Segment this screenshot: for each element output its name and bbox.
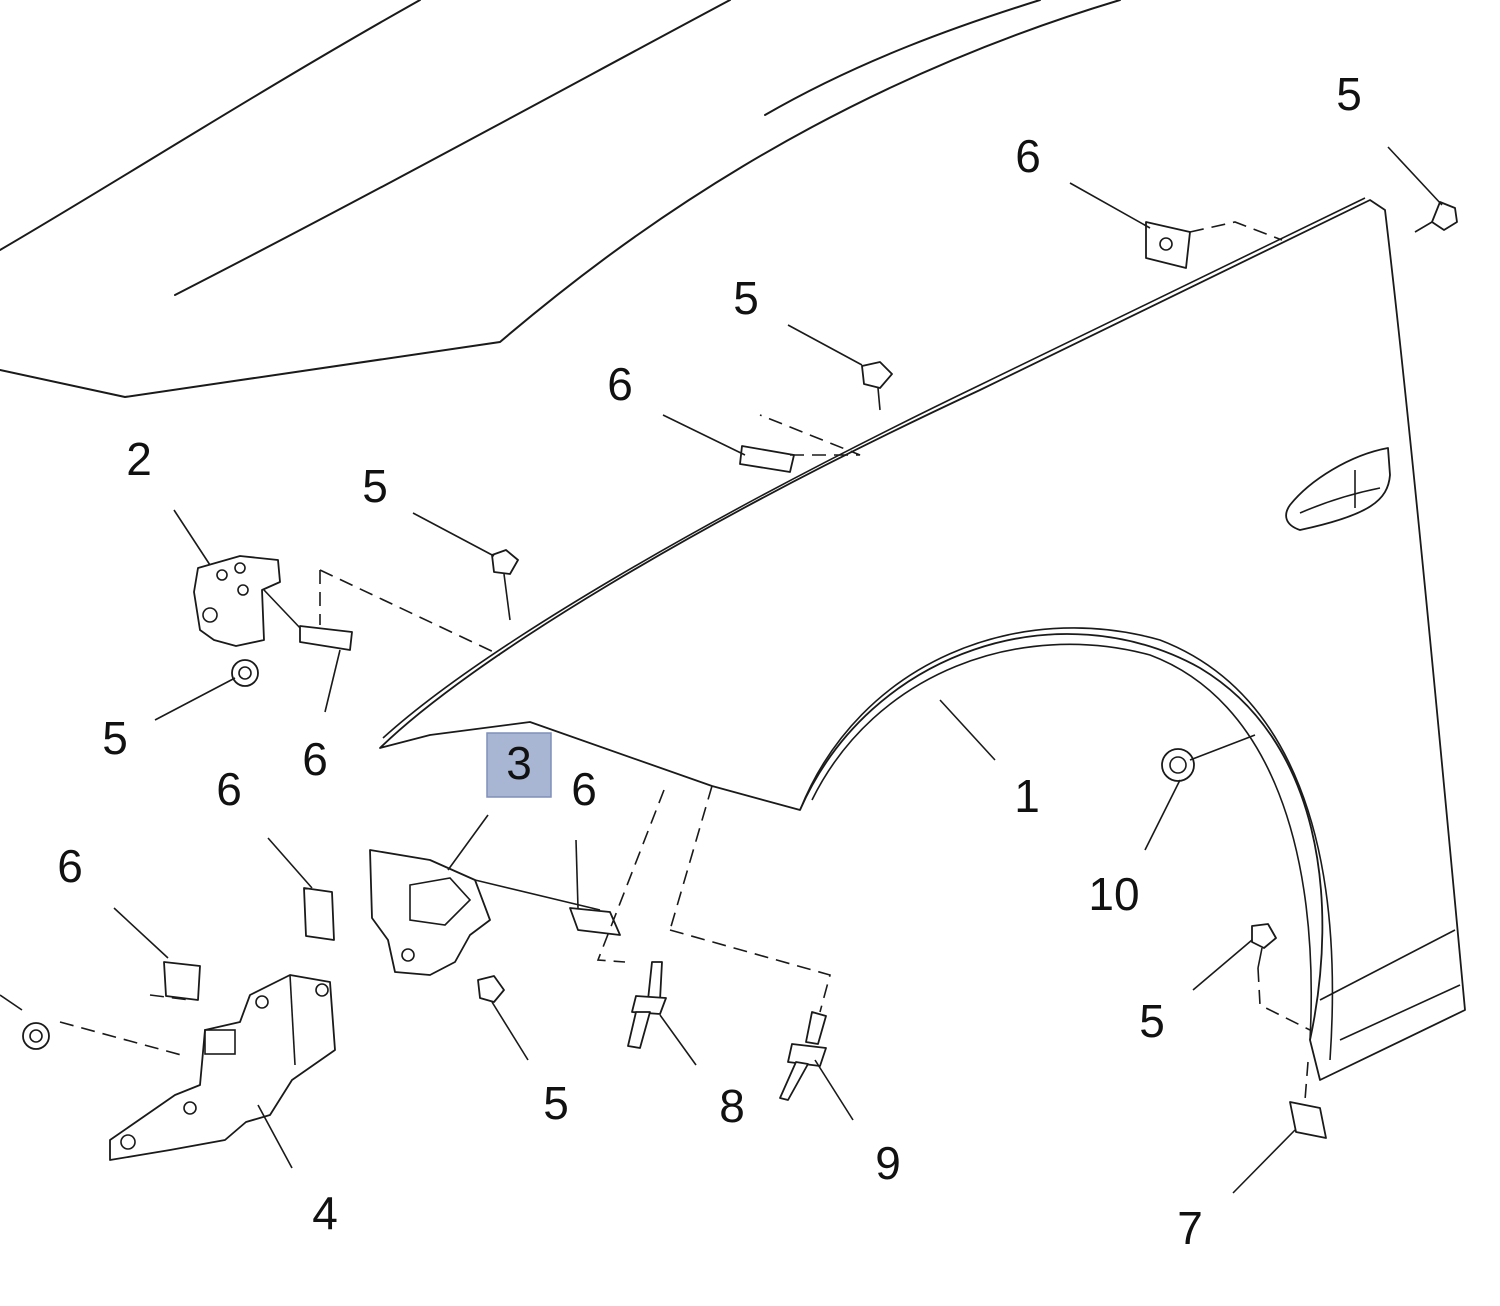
callout-5-top-right: 5 [1336, 68, 1362, 120]
callout-6-middle-left: 6 [302, 733, 328, 785]
callout-10: 10 [1088, 868, 1139, 920]
upper-bracket-part-2 [193, 555, 303, 647]
fender-panel [379, 197, 1466, 1081]
leader-lines [0, 146, 1443, 1194]
callout-9: 9 [875, 1137, 901, 1189]
bolt-5c [491, 549, 519, 621]
callout-6-far-left: 6 [57, 840, 83, 892]
bolt-5d [231, 659, 259, 687]
hood-outline [0, 0, 1121, 398]
clip-nut-6e [163, 961, 201, 1001]
callout-4: 4 [312, 1187, 338, 1239]
front-bracket-part-3 [369, 849, 601, 976]
hinge-bracket-part-4 [109, 974, 336, 1161]
callout-6-lower-left: 6 [216, 763, 242, 815]
callout-3-highlight [486, 732, 552, 798]
stud-part-8 [627, 961, 667, 1049]
callout-5-right: 5 [1139, 995, 1165, 1047]
callouts: 1 2 3 4 5 5 5 5 5 5 6 6 6 6 6 6 7 8 9 10 [57, 68, 1362, 1254]
callout-6-upper-middle: 6 [607, 358, 633, 410]
callout-3: 3 [506, 737, 532, 789]
bolt-5f [477, 975, 505, 1003]
callout-5-left: 5 [102, 712, 128, 764]
screw-part-9 [779, 1011, 827, 1101]
alignment-lines [59, 221, 1311, 1101]
nut-part-10 [1161, 748, 1195, 782]
callout-5-lower-middle: 5 [543, 1077, 569, 1129]
clip-part-7 [1289, 1101, 1327, 1139]
callout-1: 1 [1014, 770, 1040, 822]
clip-nut-6a [1145, 221, 1191, 269]
clip-nut-6b [739, 445, 795, 473]
bolt-5g [1251, 923, 1277, 969]
callout-5-middle-left: 5 [362, 460, 388, 512]
callout-8: 8 [719, 1080, 745, 1132]
bolt-5a [1414, 201, 1458, 233]
clip-nut-6c [299, 625, 353, 651]
clip-nut-6f [569, 907, 621, 936]
clip-nut-6d [303, 887, 335, 941]
callout-5-upper-middle: 5 [733, 272, 759, 324]
bolt-5b [861, 361, 893, 411]
callout-6-bracket: 6 [571, 763, 597, 815]
callout-2: 2 [126, 433, 152, 485]
callout-6-top-right: 6 [1015, 130, 1041, 182]
callout-7: 7 [1177, 1202, 1203, 1254]
bolt-5e [22, 1022, 50, 1050]
